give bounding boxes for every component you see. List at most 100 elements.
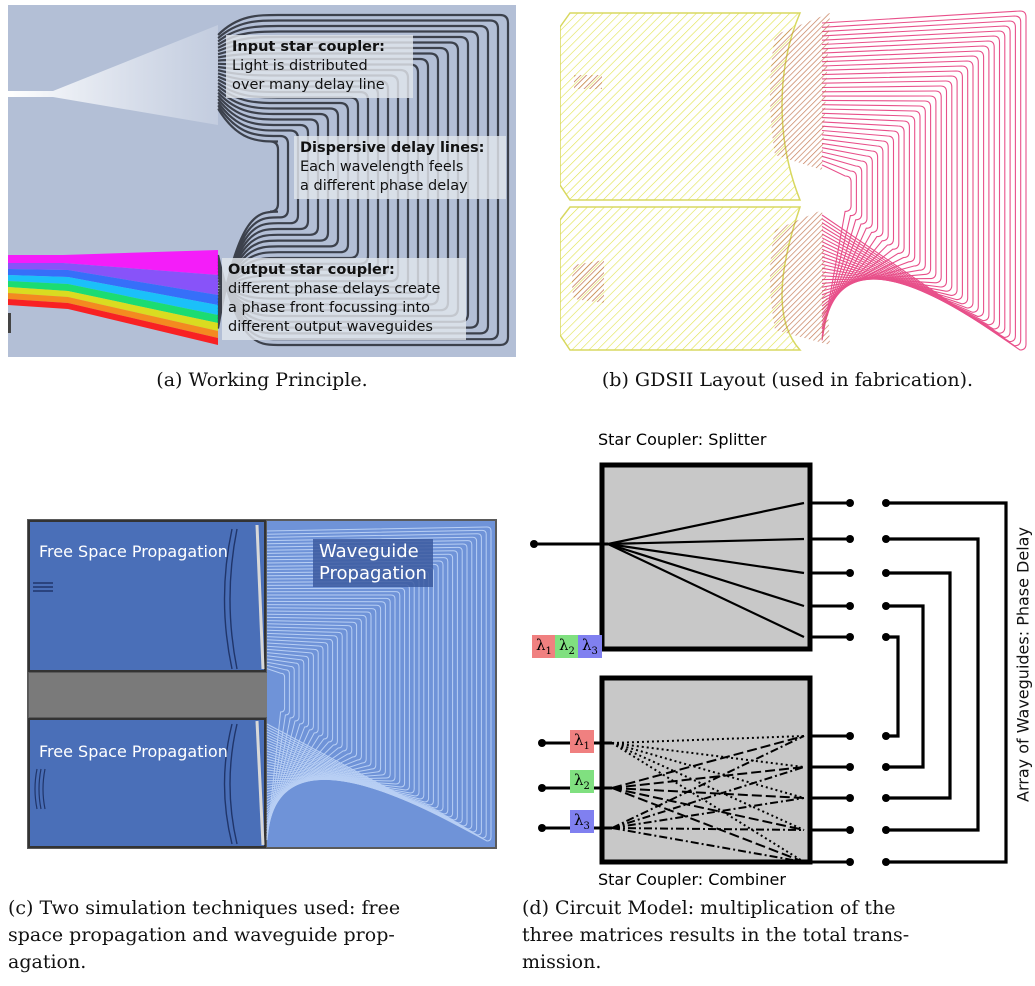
bottom-output-stub xyxy=(572,260,604,303)
lambda-sub: 1 xyxy=(583,741,590,752)
input-star-coupler-fan xyxy=(8,25,218,125)
gds-waveguide xyxy=(821,160,857,337)
splitter-path xyxy=(607,501,805,546)
free-space-top-coupler xyxy=(223,524,265,670)
output-dot xyxy=(846,499,854,507)
combiner-path xyxy=(611,735,805,744)
free-space-bottom-coupler xyxy=(223,720,265,846)
gds-waveguide xyxy=(821,129,895,311)
gds-waveguide xyxy=(821,117,910,300)
output-coupler-text-3: different output waveguides xyxy=(228,319,433,335)
splitter-path xyxy=(607,543,805,638)
delay-line xyxy=(216,95,320,317)
sim-waveguide xyxy=(266,664,290,838)
delay-line xyxy=(216,108,280,329)
sim-waveguide xyxy=(266,642,324,819)
gds-waveguide xyxy=(821,40,995,326)
sim-waveguide xyxy=(266,623,353,803)
delay-line xyxy=(216,91,330,313)
lambda-symbol: λ xyxy=(574,811,584,829)
panel-b-gdsii-layout xyxy=(560,5,1030,357)
splitter-lines xyxy=(607,501,805,638)
output-dot xyxy=(846,569,854,577)
combiner-path xyxy=(611,787,805,863)
delay-lines-text-1: Each wavelength feels xyxy=(300,159,464,175)
panel-c-simulation: Free Space Propagation Free Space Propag… xyxy=(27,519,497,849)
caption-c: (c) Two simulation techniques used: free… xyxy=(8,895,516,976)
sim-waveguide xyxy=(266,661,295,835)
combiner-path xyxy=(611,735,805,829)
sim-waveguide xyxy=(266,526,492,842)
gds-waveguide xyxy=(821,80,953,292)
sim-waveguide xyxy=(266,632,338,811)
combiner-path xyxy=(611,766,805,789)
output-dot xyxy=(846,858,854,866)
splitter-path xyxy=(607,537,805,546)
gds-waveguide xyxy=(821,85,948,288)
sim-waveguide xyxy=(266,536,478,833)
lambda-3-splitter: λ3 xyxy=(578,635,602,658)
output-dot xyxy=(846,763,854,771)
sim-waveguide xyxy=(266,594,396,782)
gds-waveguide xyxy=(821,108,921,292)
output-dot xyxy=(846,602,854,610)
splitter-path xyxy=(607,542,805,575)
gds-waveguide xyxy=(821,50,985,317)
array-input-dot xyxy=(882,633,890,641)
delay-line xyxy=(216,85,350,307)
sim-waveguide xyxy=(266,604,382,787)
sim-waveguide xyxy=(266,540,473,830)
free-space-bottom-region xyxy=(28,718,266,848)
lambda-sub: 2 xyxy=(568,646,575,657)
array-output-dot xyxy=(882,794,890,802)
combiner-path xyxy=(611,827,805,863)
array-input-dot xyxy=(882,535,890,543)
array-waveguide xyxy=(886,501,1008,864)
gds-waveguide xyxy=(821,164,852,341)
lambda-3-combiner: λ3 xyxy=(570,810,594,833)
splitter-title: Star Coupler: Splitter xyxy=(598,430,767,449)
combiner-title: Star Coupler: Combiner xyxy=(598,870,786,889)
sim-waveguide xyxy=(266,636,334,814)
sim-waveguide xyxy=(266,543,468,827)
delay-lines-title: Dispersive delay lines: xyxy=(300,140,485,156)
panel-d-circuit-model: Star Coupler: Splitter Star Coupler: Com… xyxy=(528,400,1035,889)
output-dot xyxy=(846,535,854,543)
combiner-input-dot xyxy=(538,784,546,792)
combiner-path xyxy=(611,827,805,831)
gds-waveguide xyxy=(821,99,932,284)
array-output-dot xyxy=(882,858,890,866)
gds-waveguide xyxy=(821,45,990,322)
combiner-path xyxy=(611,742,805,768)
gds-waveguide xyxy=(821,55,979,313)
gds-waveguide xyxy=(821,104,926,288)
gdsii-waveguides xyxy=(821,10,1027,351)
array-waveguide xyxy=(886,635,900,738)
gds-waveguide xyxy=(821,75,958,296)
sim-waveguide xyxy=(266,658,300,833)
input-coupler-title: Input star coupler: xyxy=(232,39,385,55)
caption-c-line3: agation. xyxy=(8,951,87,973)
lambda-symbol: λ xyxy=(574,731,584,749)
array-output-dot xyxy=(882,732,890,740)
free-space-label-top: Free Space Propagation xyxy=(39,542,228,561)
panel-c-figure xyxy=(27,519,497,849)
delay-line xyxy=(216,88,340,310)
output-dot xyxy=(846,794,854,802)
gds-waveguide xyxy=(821,20,1016,343)
combiner-box xyxy=(599,675,813,865)
combiner-path xyxy=(611,787,805,831)
gds-waveguide xyxy=(821,112,916,296)
sim-waveguide xyxy=(266,529,487,839)
combiner-lines xyxy=(611,735,805,863)
sim-waveguide xyxy=(266,563,439,809)
sim-waveguide xyxy=(266,616,362,798)
delay-line xyxy=(216,104,290,326)
output-coupler-text-1: different phase delays create xyxy=(228,281,441,297)
top-coupler-region xyxy=(560,12,802,201)
sim-waveguide xyxy=(266,557,449,815)
input-coupler-label: Input star coupler: Light is distributed… xyxy=(226,35,413,98)
caption-d-line3: mission. xyxy=(522,951,602,973)
lambda-sub: 1 xyxy=(545,646,552,657)
array-waveguide xyxy=(886,537,980,832)
